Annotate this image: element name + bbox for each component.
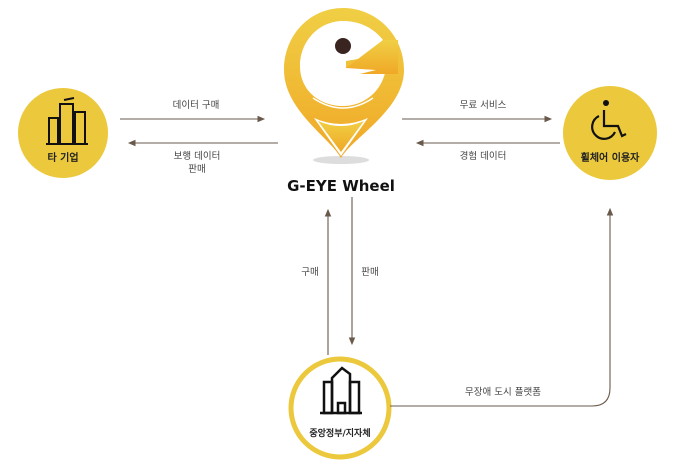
label-walking-data-sale-1: 보행 데이터 [174,150,221,162]
center-title: G-EYE Wheel [287,177,395,195]
arrow-barrier-free-platform [390,207,614,407]
label-purchase: 구매 [301,267,318,278]
wheelchair-icon [591,100,627,140]
government-node: 중앙정부/지자체 [288,356,392,460]
label-experience-data: 경험 데이터 [460,150,507,162]
government-building-icon [320,366,362,415]
government-label: 중앙정부/지자체 [309,427,370,439]
company-label: 타 기업 [47,151,78,164]
label-walking-data-sale-2: 판매 [188,164,205,175]
company-node: 타 기업 [18,88,108,178]
label-barrier-free-platform: 무장애 도시 플랫폼 [465,387,541,398]
user-label: 휠체어 이용자 [581,151,640,164]
label-free-service: 무료 서비스 [460,100,507,111]
g-eye-wheel-logo: G-EYE Wheel [284,8,404,195]
user-node: 휠체어 이용자 [563,86,657,180]
label-data-purchase: 데이터 구매 [173,100,220,111]
buildings-icon [46,97,88,145]
label-sale: 판매 [361,267,378,278]
